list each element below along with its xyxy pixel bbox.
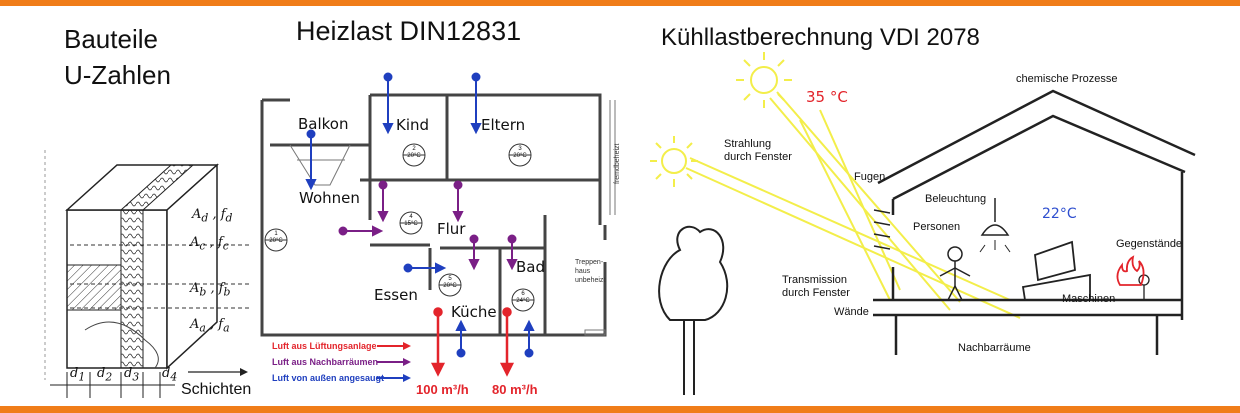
label-maschinen: Maschinen — [1062, 293, 1116, 305]
fire-icon — [1116, 255, 1145, 286]
outside-temperature: 35 °C — [806, 88, 848, 106]
thickness-d2: d2 — [97, 366, 113, 384]
label-waende: Wände — [834, 306, 869, 318]
heizlast-title: Heizlast DIN12831 — [296, 16, 522, 46]
schichten-label: Schichten — [181, 381, 252, 398]
label-personen: Personen — [913, 221, 961, 233]
layer-c-label: Ac , fc — [190, 235, 229, 253]
flow-rate-bad: 80 m³/h — [492, 382, 538, 397]
bottom-accent-bar — [0, 406, 1240, 413]
room-bad: Bad — [516, 258, 546, 276]
legend-nachbarraeume: Luft aus Nachbarräumen — [272, 357, 379, 367]
layer-b-label: Ab , fb — [190, 281, 231, 299]
label-nachbarraeume: Nachbarräume — [958, 342, 1031, 354]
label-chemische-prozesse: chemische Prozesse — [1016, 73, 1118, 85]
room-kind: Kind — [396, 116, 430, 134]
top-accent-bar — [0, 0, 1240, 6]
u-zahlen-title: U-Zahlen — [64, 60, 171, 90]
thickness-d4: d4 — [162, 366, 178, 384]
thickness-d3: d3 — [124, 366, 140, 384]
room-wohnen: Wohnen — [299, 189, 360, 207]
room-essen: Essen — [374, 286, 418, 304]
legend-lueftungsanlage: Luft aus Lüftungsanlage — [272, 341, 377, 351]
thickness-d1: d1 — [70, 366, 86, 384]
label-gegenstaende: Gegenstände — [1116, 238, 1183, 250]
label-fugen: Fugen — [854, 171, 886, 183]
kuehllast-title: Kühllastberechnung VDI 2078 — [661, 24, 980, 51]
bauteile-title: Bauteile — [64, 24, 158, 54]
inside-temperature: 22°C — [1042, 206, 1077, 222]
room-balkon: Balkon — [298, 115, 349, 133]
room-eltern: Eltern — [481, 116, 526, 134]
layer-a-label: Aa , fa — [190, 317, 230, 335]
legend-aussenluft: Luft von außen angesaugt — [272, 373, 385, 383]
room-kueche: Küche — [451, 303, 497, 321]
room-flur: Flur — [437, 220, 466, 238]
flow-rate-kueche: 100 m³/h — [416, 382, 469, 397]
label-beleuchtung: Beleuchtung — [925, 193, 987, 205]
layer-d-label: Ad , fd — [192, 207, 233, 225]
